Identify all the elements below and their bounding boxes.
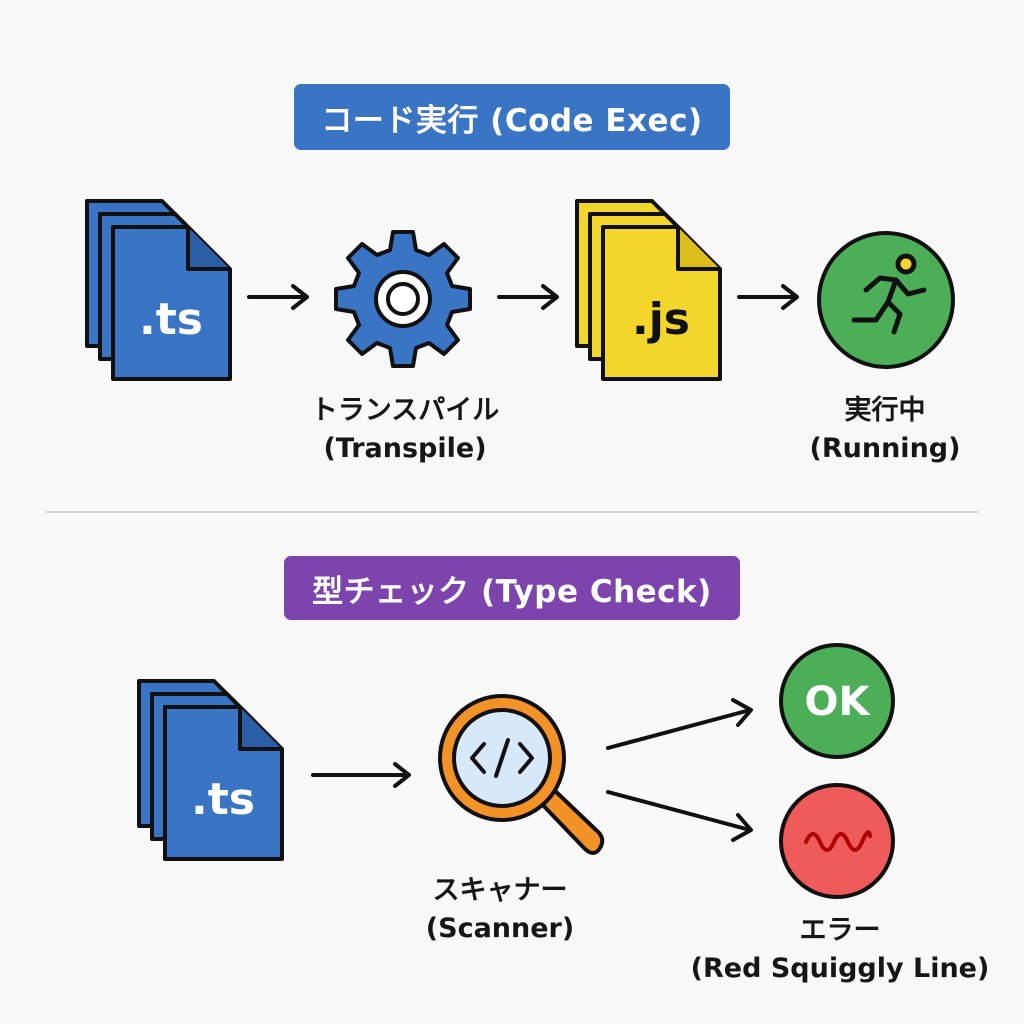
- arrow-icon: [737, 284, 799, 310]
- arrow-icon: [497, 284, 559, 310]
- gear-icon: [334, 230, 472, 368]
- code-magnifier-icon: [438, 694, 605, 855]
- ts-files-icon: .ts: [137, 679, 284, 861]
- section-title-code-exec: コード実行 (Code Exec): [294, 84, 730, 150]
- arrow-icon: [311, 762, 411, 788]
- step-label-scanner: スキャナー: [432, 875, 568, 906]
- section-divider: [46, 511, 978, 513]
- arrow-icon: [247, 284, 309, 310]
- step-label-transpile: トランスパイル: [310, 395, 500, 426]
- ts-files-icon: .ts: [85, 199, 232, 381]
- ts-label: .ts: [191, 774, 255, 825]
- step-sublabel-transpile: (Transpile): [323, 433, 487, 464]
- js-files-icon: .js: [575, 199, 722, 381]
- step-label-error: エラー: [799, 915, 881, 946]
- ts-label: .ts: [139, 294, 203, 345]
- ok-label: OK: [805, 679, 872, 725]
- ok-badge-icon: OK: [779, 643, 895, 759]
- js-label: .js: [632, 294, 690, 345]
- section-title-type-check: 型チェック (Type Check): [284, 556, 740, 620]
- branch-arrows-icon: [606, 698, 753, 842]
- squiggle-error-icon: [779, 783, 895, 899]
- step-label-running: 実行中: [844, 395, 926, 426]
- step-sublabel-scanner: (Scanner): [425, 913, 575, 944]
- step-sublabel-running: (Running): [809, 433, 961, 464]
- running-person-icon: [817, 231, 955, 369]
- step-sublabel-error: (Red Squiggly Line): [690, 953, 990, 984]
